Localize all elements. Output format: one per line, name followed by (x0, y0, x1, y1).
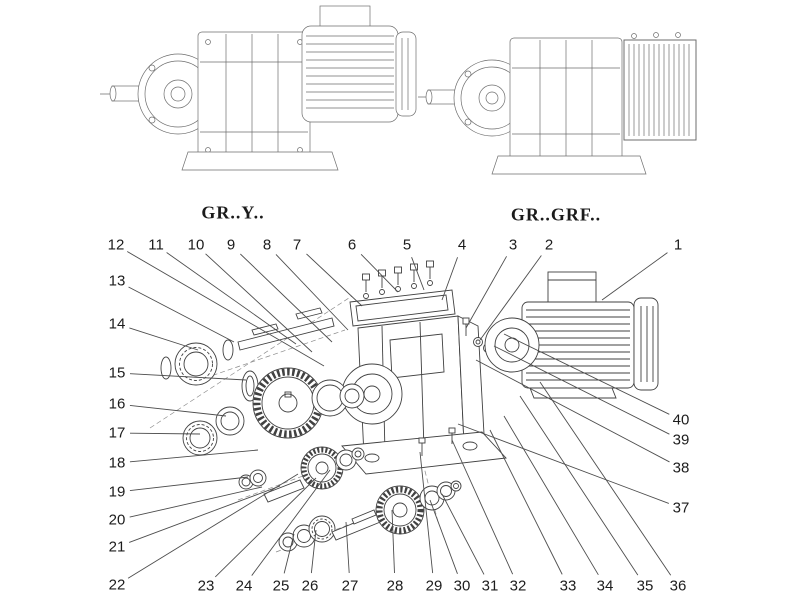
leader-line-30 (429, 499, 458, 574)
leader-line-9 (240, 253, 333, 343)
leader-line-8 (275, 254, 349, 331)
callout-8: 8 (262, 236, 272, 254)
leader-line-10 (205, 253, 313, 353)
bearing-stack-left-lower (182, 406, 245, 456)
intermediate-gear-set (238, 446, 365, 503)
model-label-right: GR..GRF.. (510, 204, 602, 225)
callout-22: 22 (108, 576, 126, 594)
callout-25: 25 (272, 577, 290, 595)
leader-line-39 (493, 345, 670, 435)
callout-14: 14 (108, 315, 126, 333)
callout-30: 30 (453, 577, 471, 595)
leader-line-18 (129, 449, 259, 463)
callout-19: 19 (108, 483, 126, 501)
callout-34: 34 (596, 577, 614, 595)
housing-top-cover (349, 260, 456, 327)
gear-housing (341, 315, 507, 475)
assembled-unit-left (100, 5, 417, 171)
callout-31: 31 (481, 577, 499, 595)
leader-line-33 (489, 429, 563, 575)
leader-line-35 (519, 395, 639, 576)
leader-line-38 (475, 359, 670, 463)
callout-28: 28 (386, 577, 404, 595)
callout-5: 5 (402, 236, 412, 254)
leader-line-14 (129, 327, 199, 351)
model-label-left: GR..Y.. (201, 202, 265, 223)
callout-37: 37 (672, 499, 690, 517)
leader-line-37 (457, 423, 669, 504)
callout-38: 38 (672, 459, 690, 477)
leader-line-2 (479, 255, 542, 341)
callout-21: 21 (108, 538, 126, 556)
leader-line-1 (601, 252, 668, 301)
callout-26: 26 (301, 577, 319, 595)
callout-36: 36 (669, 577, 687, 595)
leader-line-16 (129, 404, 227, 417)
callout-27: 27 (341, 577, 359, 595)
motor (484, 271, 659, 399)
callout-17: 17 (108, 424, 126, 442)
input-shaft (222, 307, 335, 361)
leader-lines (127, 251, 672, 579)
callout-15: 15 (108, 364, 126, 382)
leader-line-36 (539, 381, 672, 576)
callout-9: 9 (226, 236, 236, 254)
callout-35: 35 (636, 577, 654, 595)
leader-line-34 (503, 415, 599, 576)
leader-line-29 (419, 451, 434, 574)
exploded-view (149, 260, 659, 553)
leader-line-40 (503, 333, 670, 415)
callout-18: 18 (108, 454, 126, 472)
callout-12: 12 (107, 236, 125, 254)
leader-line-11 (166, 252, 297, 345)
callout-33: 33 (559, 577, 577, 595)
leader-line-32 (451, 439, 514, 575)
leader-line-4 (441, 257, 458, 301)
leader-line-21 (129, 485, 281, 543)
leader-line-27 (345, 521, 350, 574)
callout-20: 20 (108, 511, 126, 529)
leader-line-25 (283, 533, 295, 574)
callout-4: 4 (457, 236, 467, 254)
callout-23: 23 (197, 577, 215, 595)
leader-line-5 (411, 257, 425, 291)
leader-line-31 (441, 493, 485, 575)
callout-3: 3 (508, 236, 518, 254)
leader-line-26 (310, 529, 317, 574)
leader-line-6 (360, 253, 399, 293)
callout-6: 6 (347, 236, 357, 254)
leader-line-15 (129, 373, 247, 381)
leader-line-7 (306, 253, 363, 307)
large-helical-gear (252, 367, 365, 439)
leader-line-20 (129, 486, 263, 518)
callout-2: 2 (544, 236, 554, 254)
callout-1: 1 (673, 236, 683, 254)
leader-line-24 (251, 469, 331, 576)
leader-line-23 (214, 477, 317, 578)
callout-29: 29 (425, 577, 443, 595)
leader-line-28 (391, 509, 395, 574)
leader-line-13 (128, 286, 235, 343)
callout-7: 7 (292, 236, 302, 254)
leader-line-17 (129, 432, 201, 435)
leader-line-12 (127, 251, 325, 367)
output-shaft-assembly (278, 480, 462, 552)
callout-13: 13 (108, 272, 126, 290)
assembled-unit-right (418, 32, 697, 175)
leader-line-22 (127, 473, 299, 579)
callout-16: 16 (108, 395, 126, 413)
leader-line-19 (129, 476, 249, 491)
callout-11: 11 (148, 236, 164, 254)
callout-40: 40 (672, 411, 690, 429)
callout-32: 32 (509, 577, 527, 595)
callout-24: 24 (235, 577, 253, 595)
callout-39: 39 (672, 431, 690, 449)
callout-10: 10 (187, 236, 205, 254)
leader-line-3 (465, 256, 507, 329)
bearing-stack-left (160, 342, 259, 402)
